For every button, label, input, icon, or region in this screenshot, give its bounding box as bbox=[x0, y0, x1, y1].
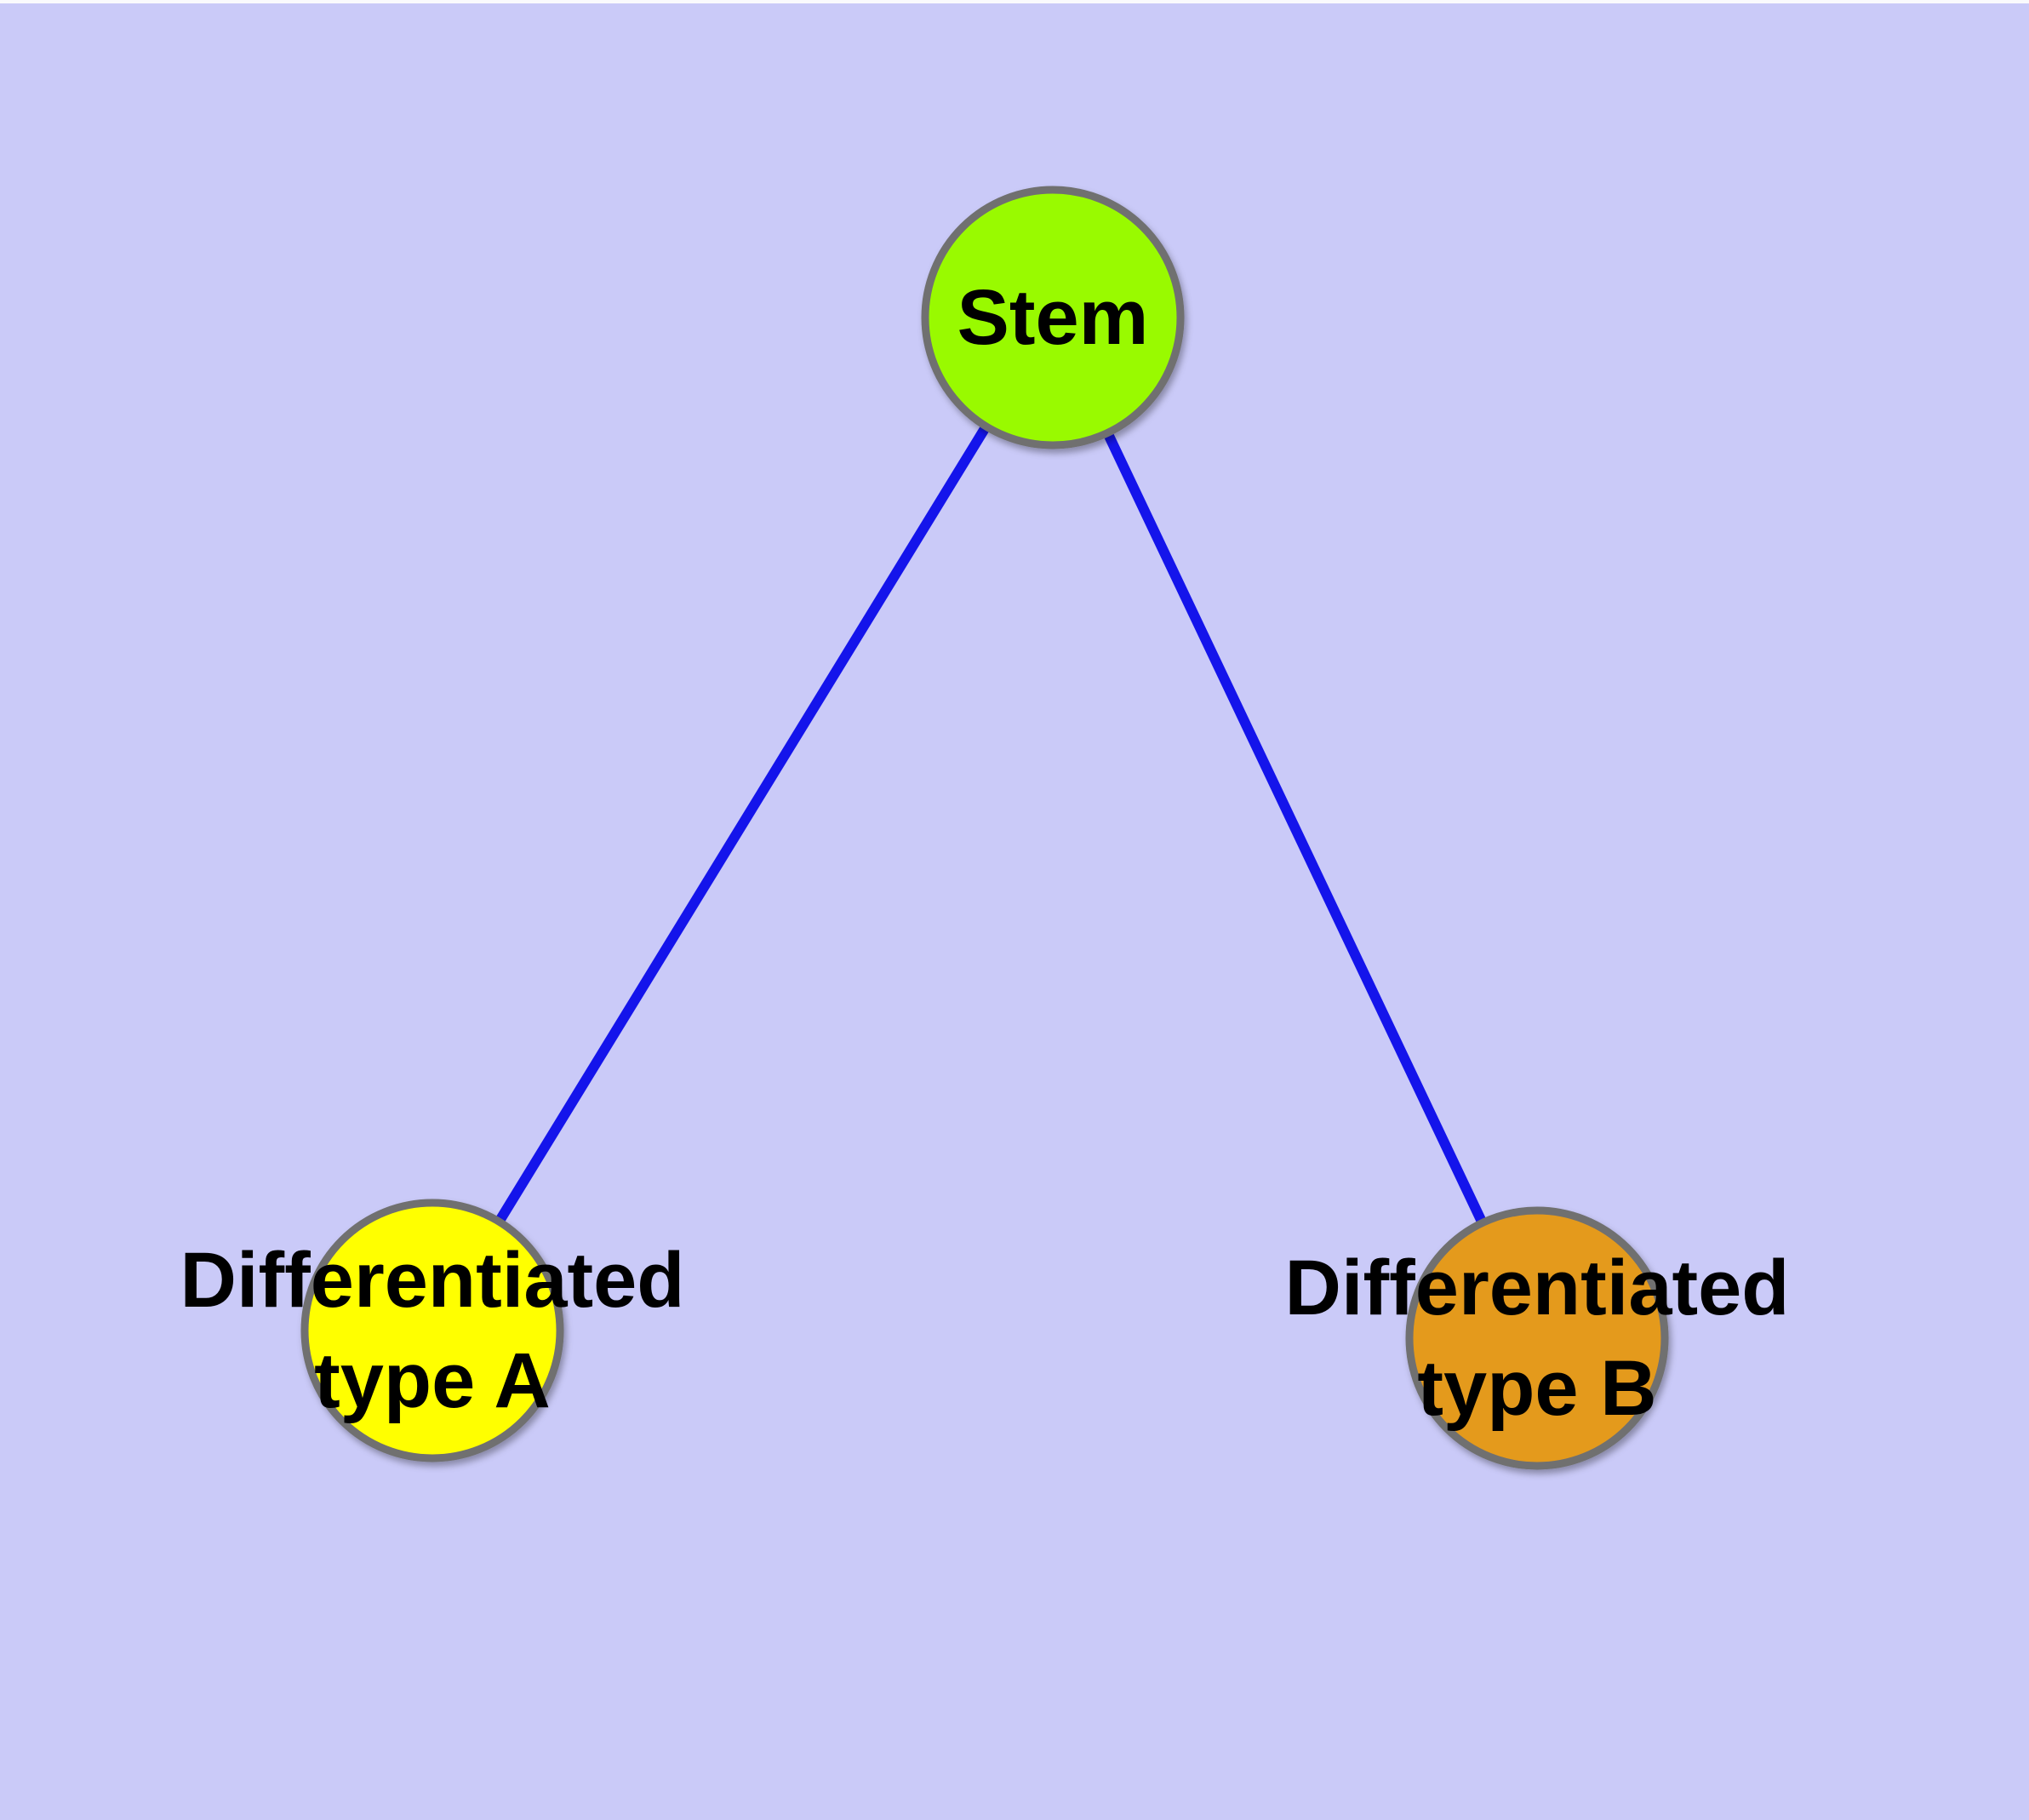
top-edge-strip bbox=[0, 0, 2029, 3]
node-layer bbox=[300, 186, 1669, 1470]
node-stem-circle bbox=[921, 186, 1185, 449]
edge-layer bbox=[427, 314, 1542, 1341]
node-type-a-circle bbox=[300, 1199, 564, 1462]
node-type-b-circle bbox=[1405, 1206, 1669, 1470]
edge-stem-to-type-a bbox=[427, 314, 1058, 1334]
edge-stem-to-type-b bbox=[1048, 315, 1542, 1341]
